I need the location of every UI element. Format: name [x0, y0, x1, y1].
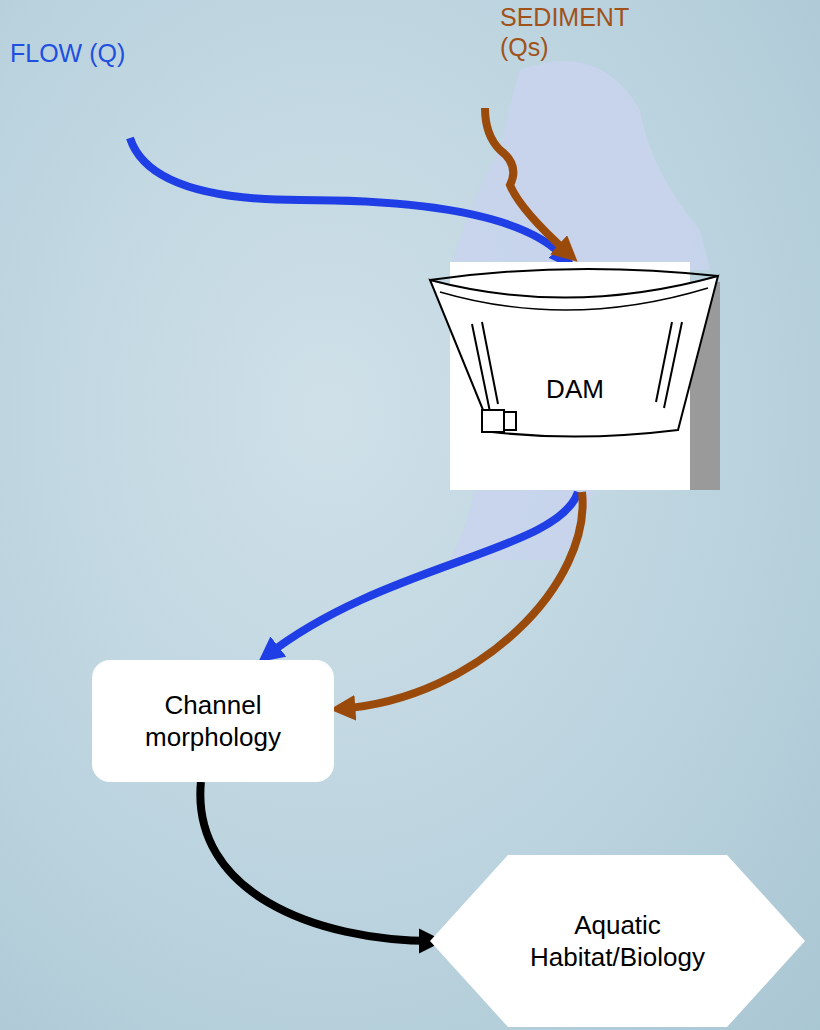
dam-label: DAM [500, 374, 650, 405]
sediment-label: SEDIMENT (Qs) [500, 2, 635, 62]
sediment-inflow-arrow [485, 108, 570, 255]
hexagon-node: Aquatic Habitat/Biology [430, 855, 805, 1027]
hexagon-outline [430, 855, 805, 1027]
flow-arrow [266, 492, 578, 656]
dam-node: DAM [420, 262, 720, 492]
reservoir [450, 61, 710, 270]
sediment-arrow [340, 492, 583, 709]
box-label: Channel morphology [102, 689, 324, 754]
link-arrow [200, 782, 434, 941]
process-box: Channel morphology [92, 660, 334, 782]
hexagon-label: Aquatic Habitat/Biology [510, 909, 725, 974]
flow-label: FLOW (Q) [10, 38, 210, 68]
